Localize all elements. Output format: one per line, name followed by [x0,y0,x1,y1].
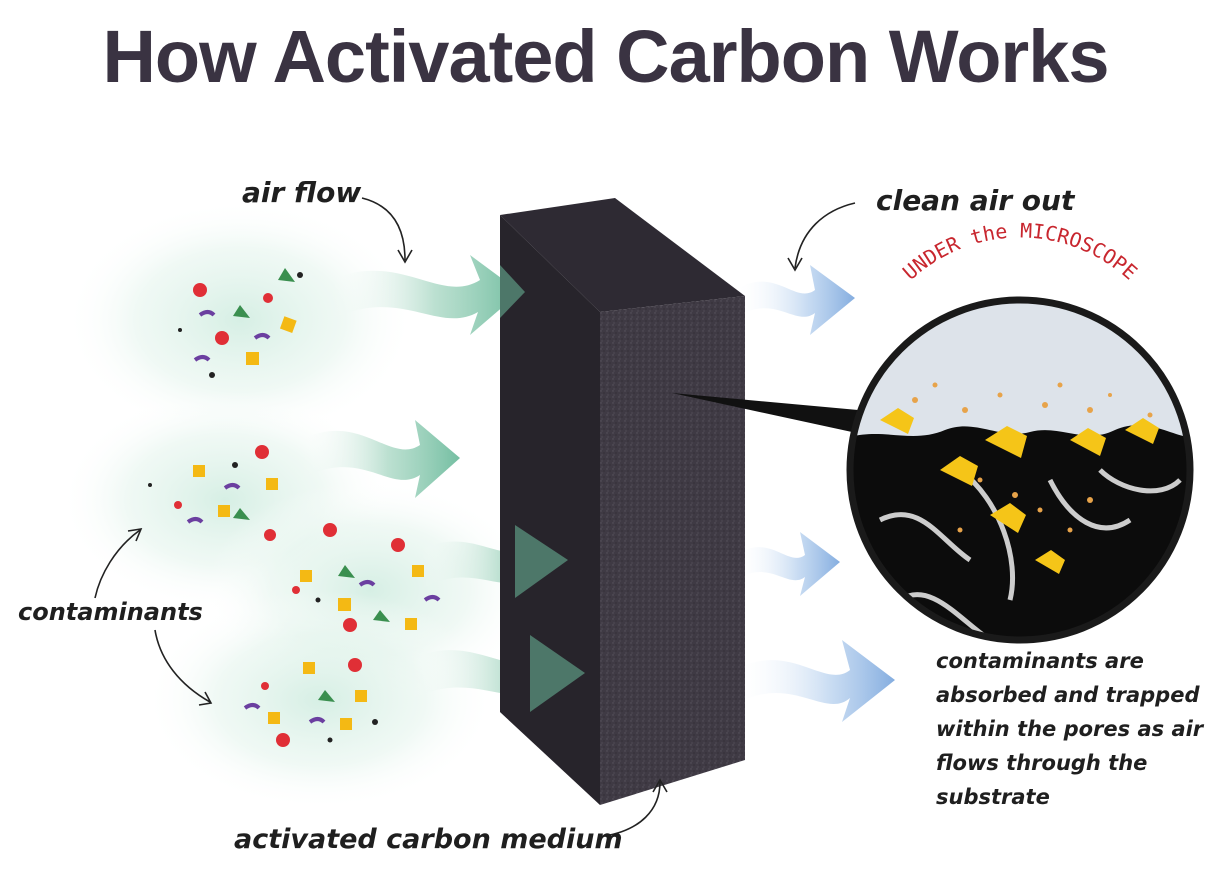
caption-line: flows through the [936,751,1148,775]
carbon-block-side [500,215,600,805]
page-title: How Activated Carbon Works [102,15,1109,98]
inflow-arrow-tip [530,635,585,712]
callout-arrows [94,197,856,837]
inflow-arrow [300,420,460,498]
microscope-caption: contaminants are absorbed and trapped wi… [936,644,1206,814]
contaminant-particles [148,268,441,747]
caption-line: within the pores as air [936,717,1204,741]
air-flow-label: air flow [242,176,362,209]
contaminants-label: contaminants [18,598,203,626]
contaminants-callout-arrow-up [94,529,141,599]
microscope-pointer [672,393,858,432]
inflow-arrow [410,635,585,712]
activated-carbon-medium-label: activated carbon medium [234,824,623,855]
outflow-arrows [735,265,895,722]
inflow-arrow [330,255,520,335]
outflow-arrow [735,532,840,596]
outflow-arrow [735,265,855,335]
contaminant-haze [65,200,415,440]
inflow-arrow-tips [500,265,585,712]
caption-line: substrate [936,785,1050,809]
clean-air-out-label: clean air out [876,184,1075,217]
carbon-block-top [500,198,745,312]
inflow-arrow-tip [515,525,568,598]
carbon-block [500,198,745,805]
carbon-medium-callout-arrow [604,781,661,837]
contaminants-callout-arrow-down [154,629,211,703]
outflow-arrow [735,640,895,722]
carbon-block-front [600,296,745,805]
inflow-arrow-tip [500,265,525,318]
clean-air-callout-arrow [794,202,856,269]
caption-line: contaminants are [936,649,1144,673]
microscope-view: UNDER the MICROSCOPE [846,218,1194,644]
airflow-callout-arrow [361,197,406,261]
microscope-label: UNDER the MICROSCOPE [898,218,1142,284]
caption-line: absorbed and trapped [936,683,1200,707]
